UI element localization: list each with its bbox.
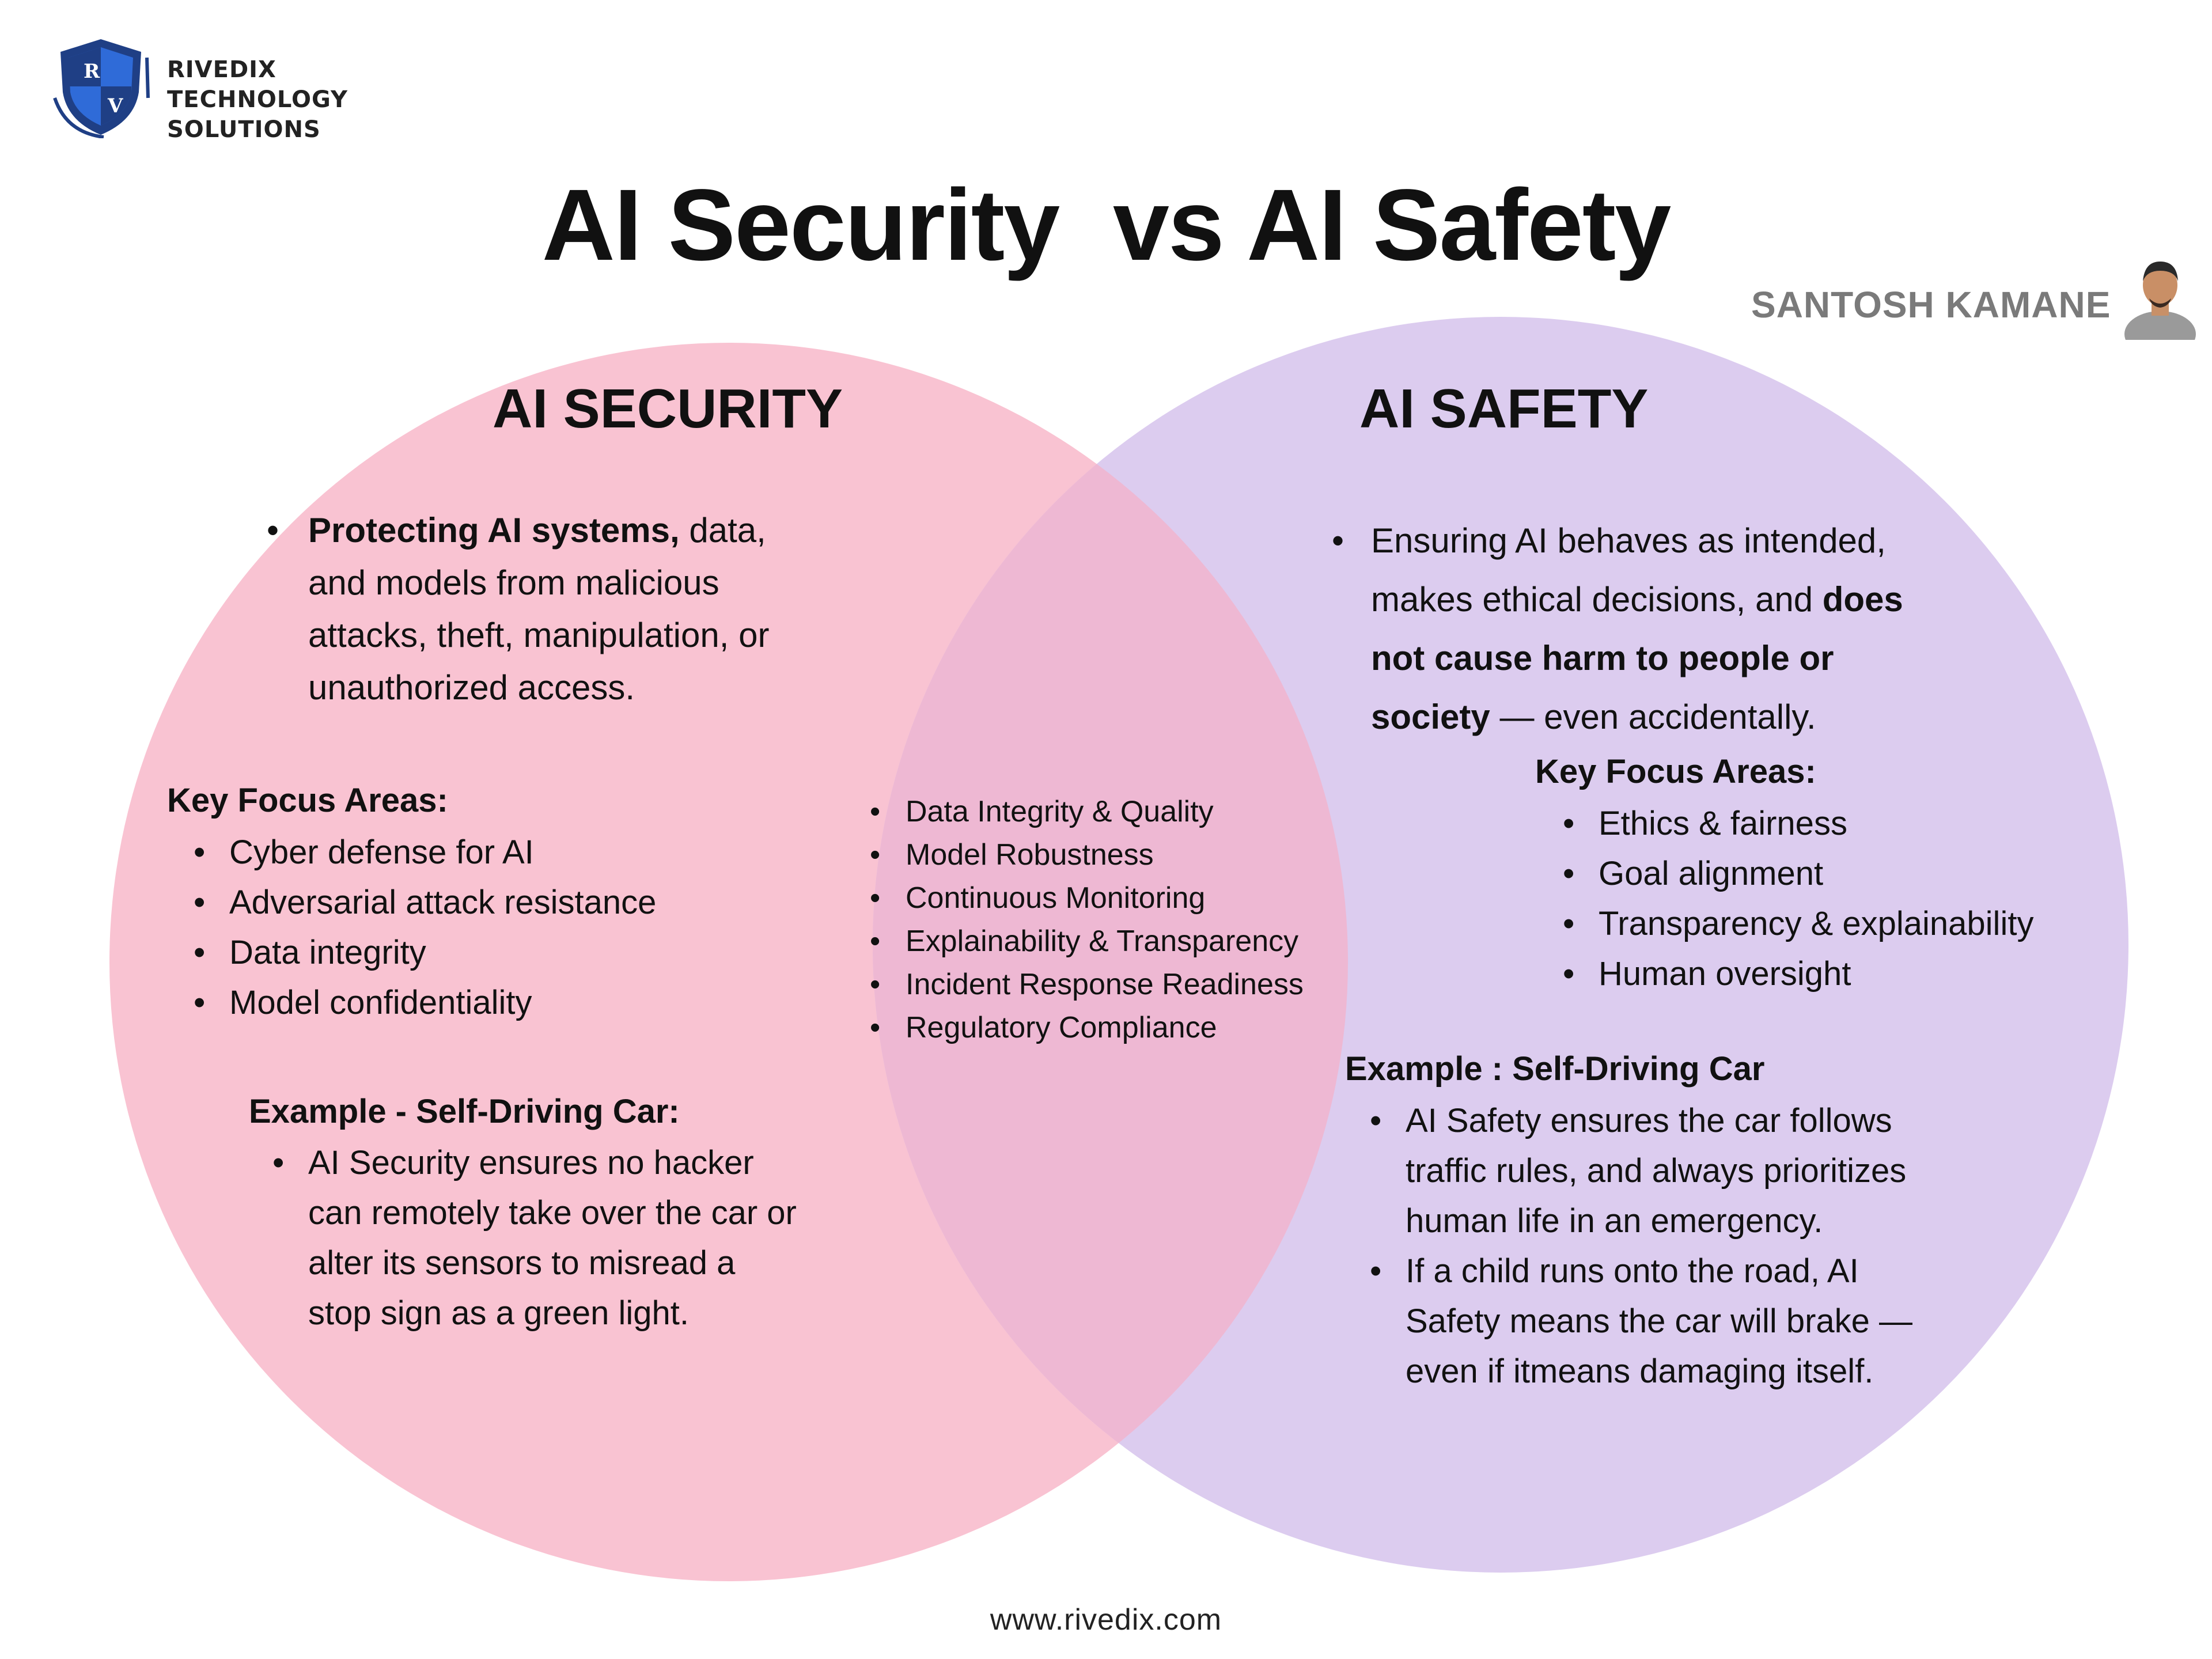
- page-title: AI Security vs AI Safety: [541, 169, 1672, 282]
- logo-letter-v: V: [107, 94, 123, 118]
- safety-definition-text: makes ethical decisions, and: [1371, 580, 1823, 619]
- safety-definition: Ensuring AI behaves as intended, makes e…: [1332, 512, 1993, 747]
- security-definition-text: data,: [679, 511, 766, 550]
- company-name-line: RIVEDIX: [167, 56, 276, 83]
- overlap-region: [873, 343, 1348, 1573]
- example-line: traffic rules, and always prioritizes: [1406, 1152, 1907, 1190]
- list-item: Human oversight: [1563, 949, 2175, 999]
- safety-focus-list: Ethics & fairness Goal alignment Transpa…: [1563, 798, 2175, 999]
- security-definition-bold: Protecting AI systems,: [308, 511, 680, 550]
- logo-letter-r: R: [84, 60, 100, 83]
- list-item: Incident Response Readiness: [870, 963, 1366, 1006]
- list-item: Model confidentiality: [194, 978, 863, 1028]
- list-item: If a child runs onto the road, AI Safety…: [1370, 1246, 1982, 1396]
- example-line: AI Security ensures no hacker: [308, 1144, 754, 1181]
- safety-definition-text: Ensuring AI behaves as intended,: [1371, 521, 1886, 560]
- list-item: Protecting AI systems, data, and models …: [267, 504, 861, 714]
- example-line: Safety means the car will brake —: [1406, 1302, 1913, 1340]
- list-item: Explainability & Transparency: [870, 920, 1366, 963]
- safety-definition-bold: society: [1371, 698, 1490, 736]
- security-title: AI SECURITY: [493, 378, 843, 440]
- security-example-list: AI Security ensures no hacker can remote…: [272, 1138, 873, 1338]
- safety-focus-heading: Key Focus Areas:: [1535, 753, 1816, 790]
- example-line: human life in an emergency.: [1406, 1202, 1823, 1240]
- security-focus-list: Cyber defense for AI Adversarial attack …: [194, 827, 863, 1028]
- author-name: SANTOSH KAMANE: [1751, 284, 2111, 325]
- list-item: Data Integrity & Quality: [870, 790, 1366, 834]
- person-avatar-icon: [2124, 262, 2196, 340]
- security-definition-text: unauthorized access.: [308, 668, 635, 707]
- security-example-heading: Example - Self-Driving Car:: [249, 1093, 680, 1130]
- list-item: AI Safety ensures the car follows traffi…: [1370, 1096, 1982, 1246]
- security-definition-text: attacks, theft, manipulation, or: [308, 616, 770, 654]
- footer-url[interactable]: www.rivedix.com: [990, 1603, 1222, 1637]
- list-item: Cyber defense for AI: [194, 827, 863, 877]
- security-focus-heading: Key Focus Areas:: [167, 782, 448, 819]
- example-line: even if itmeans damaging itself.: [1406, 1353, 1874, 1390]
- company-name-line: TECHNOLOGY: [167, 86, 348, 113]
- overlap-list: Data Integrity & Quality Model Robustnes…: [870, 790, 1366, 1050]
- example-line: alter its sensors to misread a: [308, 1244, 736, 1282]
- security-definition: Protecting AI systems, data, and models …: [267, 504, 861, 714]
- list-item: Transparency & explainability: [1563, 899, 2175, 949]
- security-definition-text: and models from malicious: [308, 563, 719, 602]
- list-item: Adversarial attack resistance: [194, 877, 863, 927]
- list-item: Regulatory Compliance: [870, 1006, 1366, 1050]
- safety-definition-bold: not cause harm to people or: [1371, 639, 1834, 677]
- safety-definition-bold: does: [1822, 580, 1903, 619]
- list-item: Ethics & fairness: [1563, 798, 2175, 849]
- example-line: If a child runs onto the road, AI: [1406, 1252, 1859, 1290]
- example-line: can remotely take over the car or: [308, 1194, 797, 1232]
- example-line: stop sign as a green light.: [308, 1294, 689, 1332]
- list-item: Continuous Monitoring: [870, 877, 1366, 920]
- company-name-line: SOLUTIONS: [167, 116, 321, 143]
- list-item: Goal alignment: [1563, 849, 2175, 899]
- list-item: AI Security ensures no hacker can remote…: [272, 1138, 873, 1338]
- company-name: RIVEDIX TECHNOLOGY SOLUTIONS: [167, 55, 348, 145]
- safety-definition-text: — even accidentally.: [1490, 698, 1816, 736]
- list-item: Model Robustness: [870, 834, 1366, 877]
- safety-title: AI SAFETY: [1359, 378, 1649, 440]
- safety-example-heading: Example : Self-Driving Car: [1345, 1050, 1765, 1088]
- shield-logo-icon: R V: [53, 39, 150, 138]
- list-item: Data integrity: [194, 927, 863, 978]
- list-item: Ensuring AI behaves as intended, makes e…: [1332, 512, 1993, 747]
- safety-example-list: AI Safety ensures the car follows traffi…: [1370, 1096, 1982, 1396]
- example-line: AI Safety ensures the car follows: [1406, 1102, 1892, 1139]
